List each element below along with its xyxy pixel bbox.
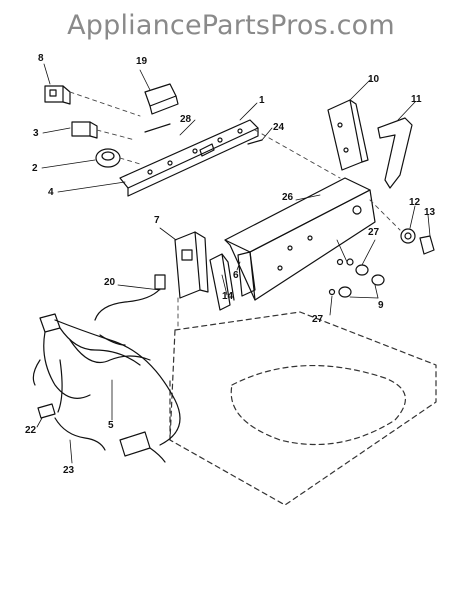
wiring-harness	[32, 313, 181, 463]
switch-housing	[174, 231, 209, 299]
watermark-text: AppliancePartsPros.com	[67, 10, 395, 41]
control-panel-plate	[119, 119, 259, 197]
wire-23	[54, 417, 106, 451]
switch-8	[44, 85, 71, 105]
cabinet-outline	[169, 311, 437, 506]
side-bracket	[209, 253, 235, 311]
right-bracket	[327, 99, 369, 171]
knob-bezel	[400, 228, 416, 244]
control-console	[224, 177, 376, 301]
screw-28	[144, 123, 171, 133]
harness-connector	[94, 274, 166, 321]
end-cap	[377, 117, 413, 189]
knobs	[338, 258, 385, 298]
timer	[95, 148, 121, 168]
switch-19	[144, 83, 179, 115]
console-end-cap	[237, 251, 256, 297]
switch-3	[71, 121, 98, 139]
knob	[419, 235, 435, 255]
clip-22	[37, 403, 56, 419]
screws	[328, 258, 344, 296]
screw-24	[247, 139, 263, 145]
